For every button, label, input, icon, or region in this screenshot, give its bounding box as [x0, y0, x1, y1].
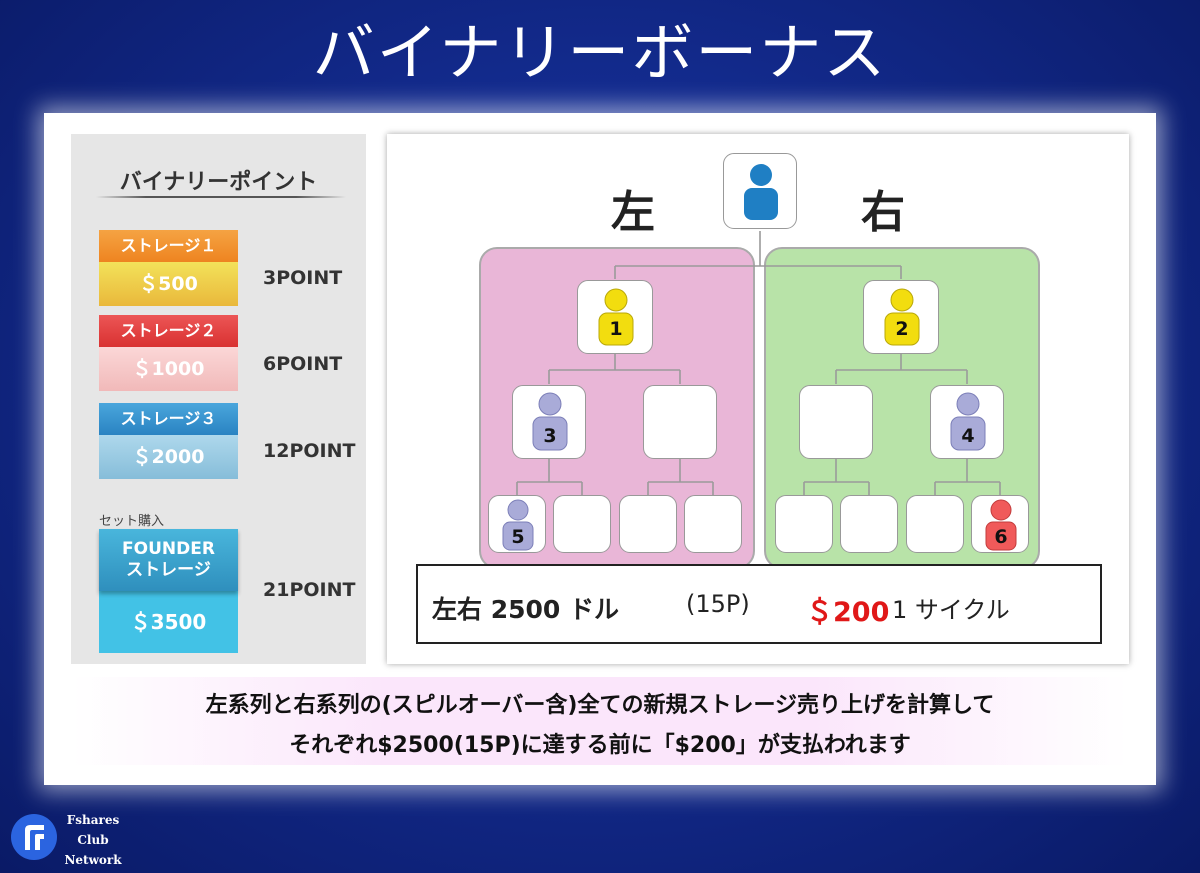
tier-name: ストレージ１: [99, 230, 238, 262]
set-purchase-label: セット購入: [99, 514, 165, 529]
person-icon: [502, 499, 534, 551]
tree-connectors: [516, 231, 1001, 495]
node-number: 1: [609, 318, 623, 340]
person-icon: [950, 392, 986, 451]
content-card: バイナリーポイント ストレージ１ ＄500 3POINT ストレージ２ ＄100…: [44, 113, 1156, 785]
tree-node-5: 5: [488, 495, 546, 553]
tree-node-empty: [643, 385, 717, 459]
logo-text: Fshares Club Network: [62, 810, 124, 870]
tree-node-root: [723, 153, 797, 229]
founder-storage-tier: FOUNDER ストレージ ＄3500: [99, 529, 238, 653]
node-number: 5: [511, 526, 525, 548]
explanation-caption: 左系列と右系列の(スピルオーバー含)全ての新規ストレージ売り上げを計算して それ…: [72, 677, 1128, 765]
person-icon: [744, 164, 778, 220]
tree-node-3: 3: [512, 385, 586, 459]
tree-node-1: 1: [577, 280, 653, 354]
page-title: バイナリーボーナス: [312, 16, 888, 89]
tier-name: ストレージ２: [99, 315, 238, 347]
tier-price: ＄1000: [99, 347, 238, 391]
tree-node-empty: [553, 495, 611, 553]
founder-points: 21POINT: [263, 579, 356, 601]
right-side-label: 右: [861, 187, 905, 238]
tree-node-empty: [840, 495, 898, 553]
node-number: 3: [543, 425, 557, 447]
summary-amount: ＄200: [806, 597, 890, 628]
person-icon: [884, 288, 920, 346]
founder-name: FOUNDER ストレージ: [99, 529, 238, 591]
binary-tree-panel: 左 右: [387, 134, 1129, 664]
tier-price: ＄500: [99, 262, 238, 306]
tree-node-empty: [775, 495, 833, 553]
tier-3-points: 12POINT: [263, 440, 356, 462]
logo-line-1: Fshares: [66, 813, 120, 827]
f-mark-icon: [25, 825, 44, 850]
caption-line-2: それぞれ$2500(15P)に達する前に「$200」が支払われます: [289, 733, 911, 758]
logo-line-2: Club: [77, 833, 109, 847]
founder-name-line2: ストレージ: [126, 560, 211, 580]
binary-points-panel: バイナリーポイント ストレージ１ ＄500 3POINT ストレージ２ ＄100…: [71, 134, 366, 664]
storage-tier-1: ストレージ１ ＄500: [99, 230, 238, 306]
tier-name: ストレージ３: [99, 403, 238, 435]
storage-tier-2: ストレージ２ ＄1000: [99, 315, 238, 391]
binary-points-heading: バイナリーポイント: [119, 170, 318, 195]
person-icon: [985, 499, 1017, 551]
tier-2-points: 6POINT: [263, 353, 343, 375]
founder-name-line1: FOUNDER: [122, 539, 215, 559]
tree-node-2: 2: [863, 280, 939, 354]
tree-node-empty: [906, 495, 964, 553]
tier-price: ＄2000: [99, 435, 238, 479]
node-number: 6: [994, 526, 1008, 548]
storage-tier-3: ストレージ３ ＄2000: [99, 403, 238, 479]
heading-divider: [96, 196, 346, 198]
tree-node-4: 4: [930, 385, 1004, 459]
tree-node-empty: [799, 385, 873, 459]
person-icon: [598, 288, 634, 346]
tree-node-6: 6: [971, 495, 1029, 553]
summary-cycle: 1 サイクル: [892, 596, 1010, 624]
tree-node-empty: [619, 495, 677, 553]
caption-line-1: 左系列と右系列の(スピルオーバー含)全ての新規ストレージ売り上げを計算して: [205, 693, 995, 718]
bonus-summary-box: 左右 2500 ドル (15P) ＄200 1 サイクル: [416, 564, 1102, 644]
fshares-logo-icon: [11, 814, 57, 860]
logo-line-3: Network: [64, 853, 122, 867]
summary-threshold: 左右 2500 ドル: [432, 595, 619, 624]
node-number: 2: [895, 318, 909, 340]
tree-node-empty: [684, 495, 742, 553]
founder-price: ＄3500: [99, 591, 238, 653]
person-icon: [532, 392, 568, 451]
summary-points: (15P): [686, 590, 750, 618]
node-number: 4: [961, 425, 975, 447]
tier-1-points: 3POINT: [263, 267, 343, 289]
left-side-label: 左: [611, 187, 655, 238]
